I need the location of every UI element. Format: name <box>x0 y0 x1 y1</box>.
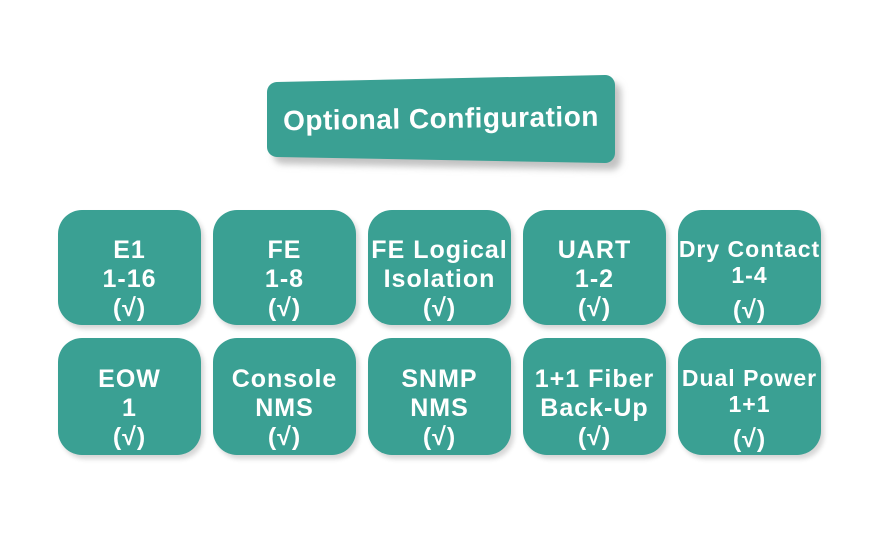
card-line-2: Isolation <box>383 265 496 293</box>
card-check: (√) <box>267 423 302 451</box>
card-line-1: FE <box>267 236 302 264</box>
card-check: (√) <box>577 423 612 451</box>
card-uart: UART 1-2 (√) <box>523 210 666 325</box>
card-check: (√) <box>732 296 767 324</box>
card-line-2: 1-4 <box>731 262 768 288</box>
cards-grid: E1 1-16 (√) FE 1-8 (√) FE Logical Isolat… <box>58 210 821 455</box>
card-dry-contact: Dry Contact 1-4 (√) <box>678 210 821 325</box>
card-check: (√) <box>422 294 457 322</box>
card-check: (√) <box>112 294 147 322</box>
card-check: (√) <box>112 423 147 451</box>
card-line-2: 1-2 <box>574 265 615 293</box>
card-snmp-nms: SNMP NMS (√) <box>368 338 511 455</box>
card-line-1: Dual Power <box>681 365 818 391</box>
card-line-2: NMS <box>255 394 314 422</box>
card-eow: EOW 1 (√) <box>58 338 201 455</box>
card-line-1: E1 <box>113 236 146 264</box>
card-line-1: Dry Contact <box>678 236 821 262</box>
card-line-2: 1-8 <box>264 265 305 293</box>
diagram-title: Optional Configuration <box>282 100 600 137</box>
card-line-1: FE Logical <box>371 236 508 264</box>
card-line-1: Console <box>231 365 338 393</box>
card-line-2: 1+1 <box>728 391 771 417</box>
card-dual-power: Dual Power 1+1 (√) <box>678 338 821 455</box>
card-line-1: 1+1 Fiber <box>534 365 655 393</box>
card-line-1: EOW <box>98 365 161 393</box>
card-fe: FE 1-8 (√) <box>213 210 356 325</box>
card-line-2: NMS <box>410 394 469 422</box>
card-check: (√) <box>422 423 457 451</box>
card-e1: E1 1-16 (√) <box>58 210 201 325</box>
card-check: (√) <box>732 425 767 453</box>
card-check: (√) <box>267 294 302 322</box>
card-line-1: SNMP <box>401 365 478 393</box>
card-line-2: 1 <box>122 394 137 422</box>
card-check: (√) <box>577 294 612 322</box>
card-line-2: Back-Up <box>540 394 649 422</box>
card-console-nms: Console NMS (√) <box>213 338 356 455</box>
card-line-2: 1-16 <box>102 265 157 293</box>
card-line-1: UART <box>557 236 632 264</box>
card-fiber-backup: 1+1 Fiber Back-Up (√) <box>523 338 666 455</box>
card-fe-logical-isolation: FE Logical Isolation (√) <box>368 210 511 325</box>
